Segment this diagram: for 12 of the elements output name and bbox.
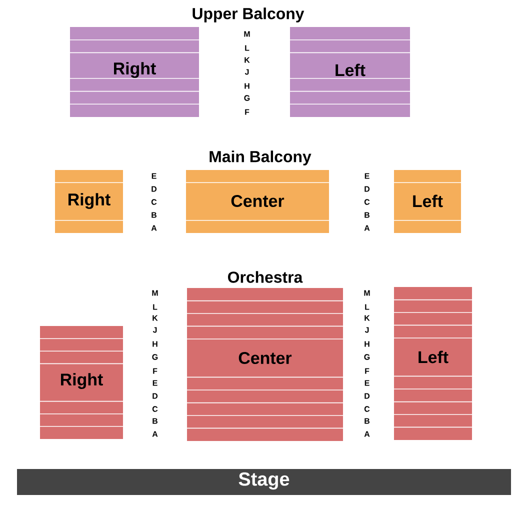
stage-bar: Stage: [17, 469, 511, 495]
seating-section: Left: [290, 27, 410, 117]
seating-section: Right: [54, 170, 124, 233]
seating-section: Center: [186, 170, 330, 233]
section-heading: Orchestra: [228, 271, 303, 283]
section-heading: Main Balcony: [210, 150, 312, 166]
seating-section: Left: [394, 170, 462, 233]
seating-section: Left: [394, 287, 472, 440]
seating-section: Center: [186, 288, 344, 441]
seating-section: Right: [70, 27, 200, 117]
seating-section: Right: [40, 326, 124, 439]
section-heading: Upper Balcony: [192, 8, 304, 22]
